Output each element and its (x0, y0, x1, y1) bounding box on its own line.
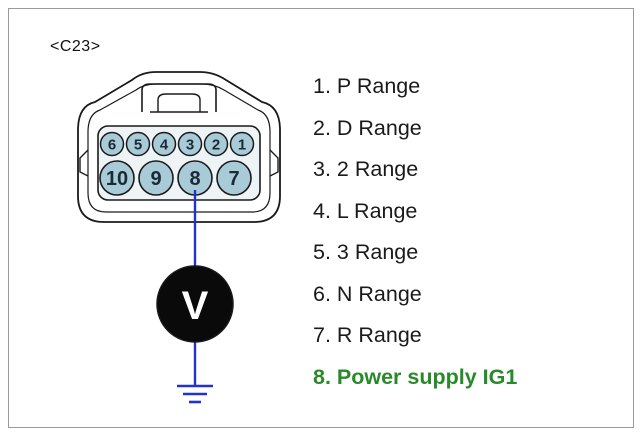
pin-function-item-2: 2. D Range (313, 115, 422, 140)
voltmeter-symbol: V (182, 284, 209, 328)
pin-function-item-7: 7. R Range (313, 323, 422, 347)
connector-latch-tab (157, 93, 201, 112)
pin-cavity-9 (138, 160, 174, 196)
pin-function-list: 1. P Range 2. D Range 3. 2 Range 4. L Range… (313, 66, 517, 398)
pin-number-1: 1 (238, 137, 246, 154)
pin-cavity-1 (229, 131, 255, 157)
pin-number-9: 9 (150, 168, 161, 190)
pin-cavity-10 (99, 160, 135, 196)
connector-id-label: <C23> (50, 38, 101, 55)
pin-number-3: 3 (186, 137, 194, 154)
pin-function-item-1: 1. P Range (313, 74, 421, 98)
ground-icon (177, 384, 213, 404)
pin-cavity-4 (151, 131, 177, 157)
pin-cavity-6 (99, 131, 125, 157)
pin-cavity-3 (177, 131, 203, 157)
pin-number-10: 10 (106, 168, 128, 190)
pin-cavity-7 (216, 160, 252, 196)
pin-cavity-2 (203, 131, 229, 157)
pin-function-item-6: 6. N Range (313, 281, 422, 306)
pin-number-8: 8 (189, 168, 200, 190)
pins-bottom-row: 10 9 8 7 (99, 160, 252, 196)
pin-function-item-4: 4. L Range (313, 198, 418, 223)
pin-function-item-5: 5. 3 Range (313, 240, 419, 264)
pin-number-6: 6 (108, 137, 116, 154)
pin-function-item-8: 8. Power supply IG1 (313, 364, 518, 389)
connector-latch (141, 83, 217, 112)
pin-cavity-5 (125, 131, 151, 157)
voltmeter-icon (156, 265, 234, 343)
pin-number-4: 4 (160, 137, 169, 154)
pin-number-2: 2 (212, 137, 220, 154)
pin-number-5: 5 (134, 137, 142, 154)
pin-function-item-3: 3. 2 Range (313, 157, 419, 181)
pin-number-7: 7 (228, 168, 239, 190)
